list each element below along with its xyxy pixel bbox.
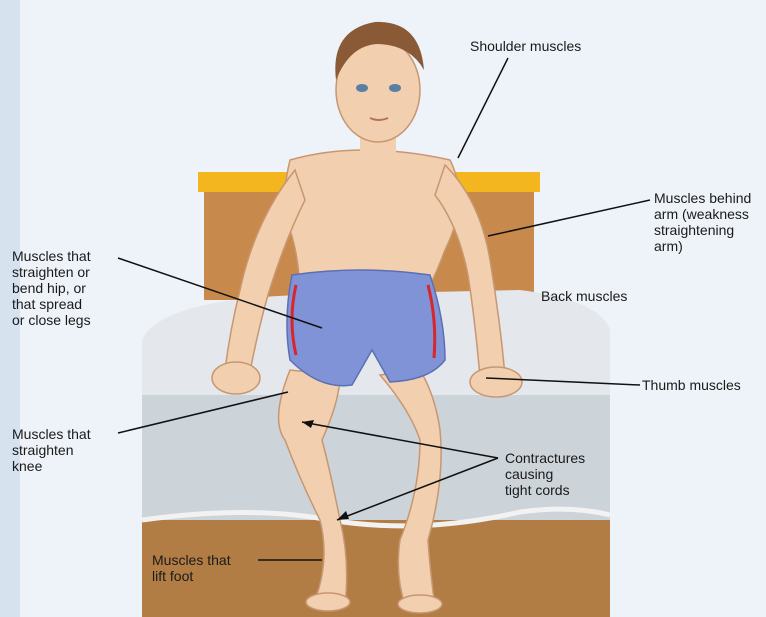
label-muscles-behind-arm: Muscles behind arm (weakness straighteni…	[654, 190, 751, 254]
right-hand	[470, 367, 522, 397]
label-hip-muscles: Muscles that straighten or bend hip, or …	[12, 248, 91, 328]
left-hand	[212, 362, 260, 394]
left-eye	[356, 84, 368, 92]
label-back-muscles: Back muscles	[541, 288, 627, 304]
label-knee-muscles: Muscles that straighten knee	[12, 426, 91, 474]
label-contractures: Contractures causing tight cords	[505, 450, 585, 498]
label-foot-muscles: Muscles that lift foot	[152, 552, 231, 584]
label-thumb-muscles: Thumb muscles	[642, 377, 741, 393]
label-shoulder-muscles: Shoulder muscles	[470, 38, 581, 54]
right-eye	[389, 84, 401, 92]
right-foot	[398, 595, 442, 613]
left-foot	[306, 593, 350, 611]
